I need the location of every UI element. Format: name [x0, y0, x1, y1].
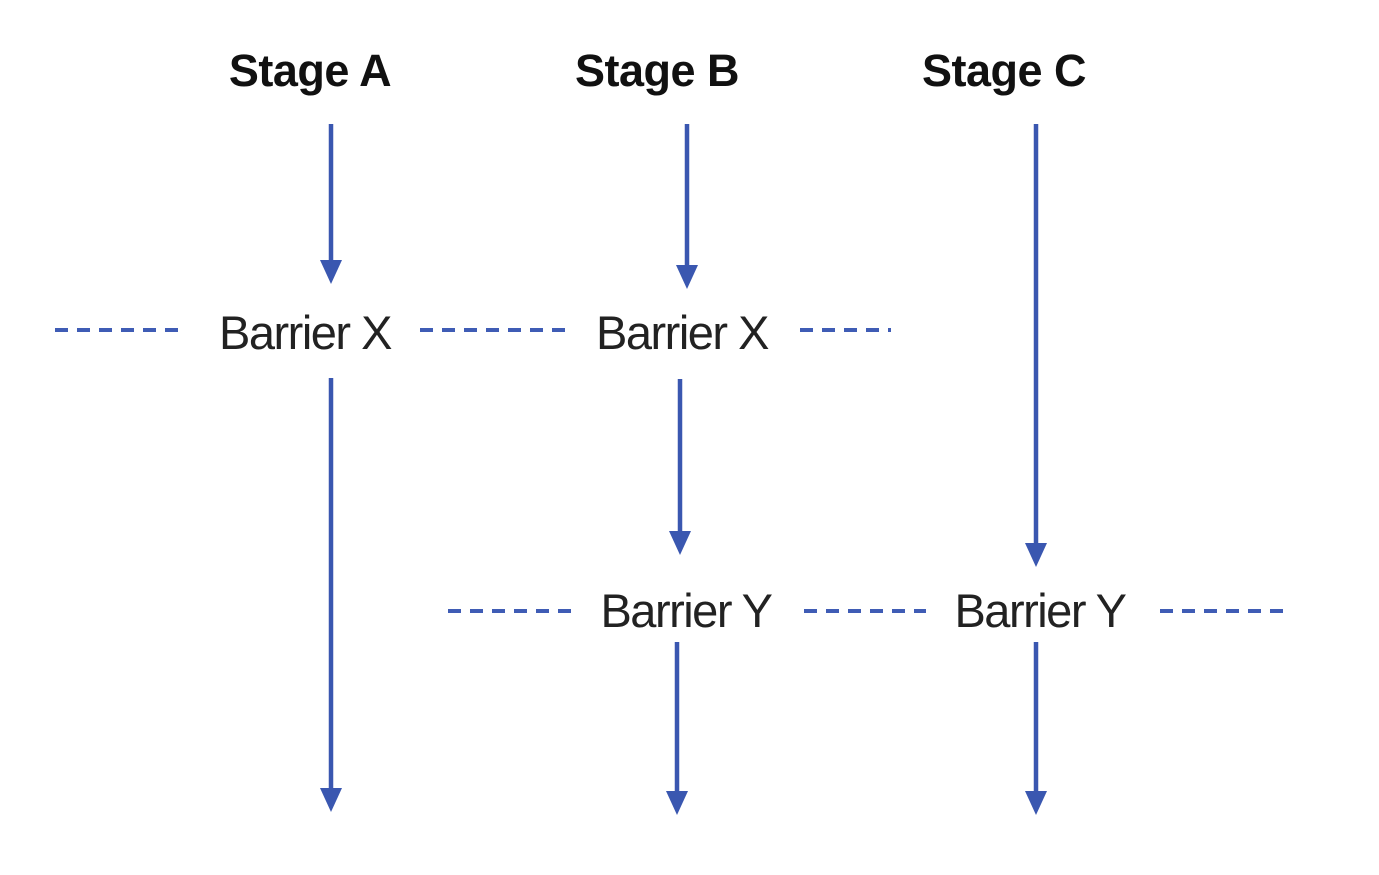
barrier-y-label-1: Barrier Y — [600, 584, 773, 637]
stage-a-arrow-top — [320, 124, 342, 284]
stage-b-label: Stage B — [574, 45, 740, 96]
stage-a-arrow-bottom — [320, 378, 342, 812]
barrier-x-label-2: Barrier X — [596, 306, 769, 359]
stage-b-arrow-bottom — [666, 642, 688, 815]
stage-c-arrow-top — [1025, 124, 1047, 567]
barrier-x-label-1: Barrier X — [219, 306, 392, 359]
stage-b-arrow-middle — [669, 379, 691, 555]
barrier-y-label-2: Barrier Y — [954, 584, 1127, 637]
stage-b-arrow-top — [676, 124, 698, 289]
stage-a-label: Stage A — [228, 45, 392, 96]
stage-c-arrow-bottom — [1025, 642, 1047, 815]
stage-c-label: Stage C — [921, 45, 1087, 96]
